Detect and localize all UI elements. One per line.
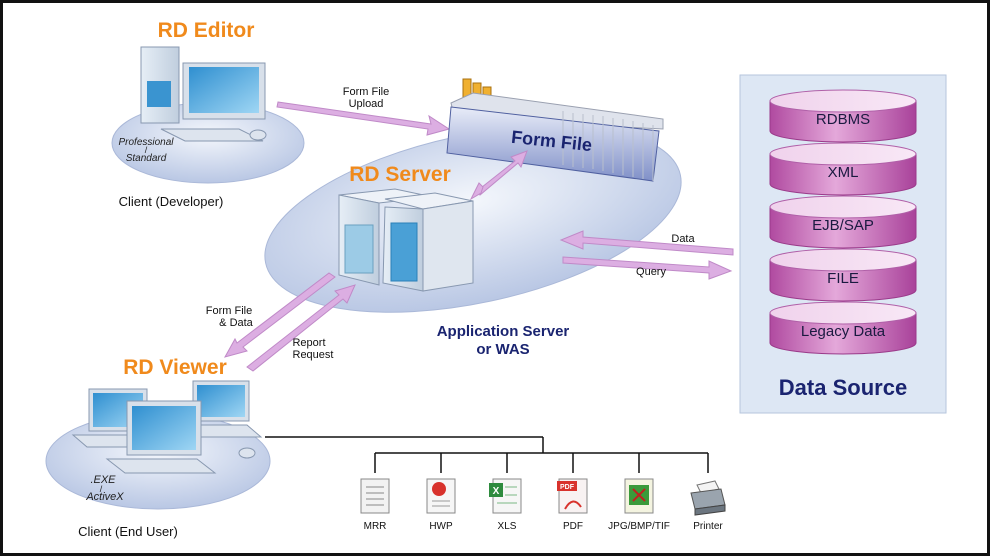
server-formfile-arrow — [469, 150, 528, 201]
output-label-pdf: PDF — [563, 521, 583, 532]
viewer-runtime-top: .EXE — [90, 474, 116, 486]
runtime-slash-icon: / — [100, 484, 103, 494]
output-image-icon — [624, 478, 654, 514]
viewer-out-line1: Form File — [206, 305, 252, 317]
data-label: Data — [671, 233, 695, 245]
enduser-laptop-icon-3 — [105, 400, 217, 474]
output-xls-icon: X — [489, 478, 522, 514]
svg-text:PDF: PDF — [560, 484, 575, 491]
editor-edition-bottom: Standard — [126, 153, 167, 164]
server-caption-line1: Application Server — [437, 323, 570, 340]
server-title: RD Server — [349, 163, 451, 186]
developer-pc-icon — [140, 46, 267, 142]
database-label: RDBMS — [816, 111, 870, 128]
output-hwp-icon — [426, 478, 456, 514]
viewer-caption: Client (End User) — [78, 524, 178, 539]
data-source-title: Data Source — [779, 375, 907, 400]
viewer-in-line2: Request — [293, 349, 334, 361]
svg-text:X: X — [493, 486, 500, 497]
output-connector-lines — [265, 436, 709, 473]
viewer-title: RD Viewer — [123, 356, 227, 379]
database-label: FILE — [827, 270, 859, 287]
output-pdf-icon: PDF — [557, 478, 588, 514]
viewer-group: RD Viewer .EXE / ActiveX Client (End Use… — [45, 356, 271, 539]
database-label: Legacy Data — [801, 323, 886, 340]
output-printer-icon — [690, 480, 726, 516]
form-file-stack: Form File — [446, 78, 664, 182]
database-label: EJB/SAP — [812, 217, 874, 234]
output-mrr-icon — [360, 478, 390, 514]
database-cylinder: FILE — [769, 248, 917, 302]
editor-group: RD Editor Professional / Standard Client… — [111, 19, 305, 209]
database-cylinder: Legacy Data — [769, 301, 917, 355]
viewer-in-line1: Report — [292, 337, 325, 349]
output-labels: MRR HWP XLS PDF JPG/BMP/TIF Printer — [364, 521, 724, 532]
upload-arrow: Form File Upload — [276, 86, 451, 136]
output-label-xls: XLS — [498, 521, 517, 532]
output-label-mrr: MRR — [364, 521, 387, 532]
diagram-canvas: RD Editor Professional / Standard Client… — [45, 19, 947, 539]
upload-label-line1: Form File — [343, 86, 389, 98]
editor-caption: Client (Developer) — [119, 194, 224, 209]
viewer-runtime-bottom: ActiveX — [85, 491, 124, 503]
output-label-image: JPG/BMP/TIF — [608, 521, 670, 532]
viewer-out-line2: & Data — [219, 317, 254, 329]
database-stack: RDBMS XML EJB/SAP FILE Legacy Data — [769, 89, 917, 355]
edition-slash-icon: / — [145, 145, 148, 155]
data-query-arrows: Data Query — [559, 230, 734, 280]
server-viewer-arrows: Form File & Data Report Request — [206, 272, 356, 372]
query-label: Query — [636, 266, 666, 278]
server-tower-icon — [338, 188, 474, 292]
upload-label-line2: Upload — [349, 98, 384, 110]
editor-edition-top: Professional — [118, 137, 174, 148]
output-label-hwp: HWP — [429, 521, 453, 532]
database-label: XML — [828, 164, 859, 181]
database-cylinder: XML — [769, 142, 917, 196]
server-caption-line2: or WAS — [476, 341, 529, 358]
database-cylinder: EJB/SAP — [769, 195, 917, 249]
editor-title: RD Editor — [158, 19, 255, 42]
database-cylinder: RDBMS — [769, 89, 917, 143]
output-label-printer: Printer — [693, 521, 723, 532]
data-source-panel: RDBMS XML EJB/SAP FILE Legacy Data Data Sour… — [739, 74, 947, 414]
